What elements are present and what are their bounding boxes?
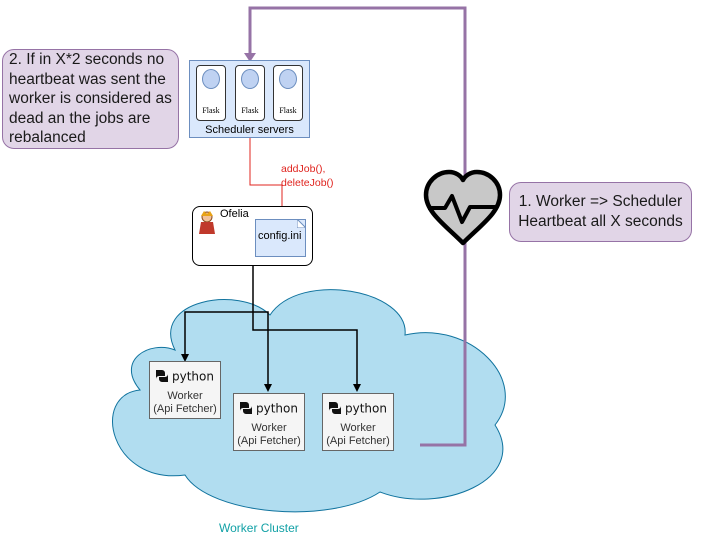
config-file: config.ini xyxy=(255,219,306,257)
worker-arrowhead-2 xyxy=(264,384,272,392)
flask-logo: Flask xyxy=(202,106,220,115)
python-logo: python xyxy=(329,402,387,416)
worker-title: Worker xyxy=(251,422,287,434)
worker-cluster-cloud xyxy=(112,289,506,513)
python-logo: python xyxy=(240,402,298,416)
scheduler-servers-group: Flask Flask Flask Scheduler servers xyxy=(189,60,310,138)
worker-subtitle: (Api Fetcher) xyxy=(237,435,301,447)
worker-cluster-label: Worker Cluster xyxy=(219,521,299,535)
heartbeat-note: 1. Worker => Scheduler Heartbeat all X s… xyxy=(509,182,692,242)
ofelia-container: Ofelia config.ini xyxy=(192,206,313,266)
worker-2: python Worker (Api Fetcher) xyxy=(233,393,305,451)
scheduler-server-1: Flask xyxy=(196,65,226,121)
worker-3: python Worker (Api Fetcher) xyxy=(322,393,394,451)
scheduler-server-2: Flask xyxy=(235,65,265,121)
file-corner-icon xyxy=(297,219,306,228)
svg-text:python: python xyxy=(256,402,298,416)
kubernetes-icon xyxy=(279,69,297,89)
worker-subtitle: (Api Fetcher) xyxy=(153,403,217,415)
api-calls-label: addJob(), deleteJob() xyxy=(281,162,334,190)
flask-logo: Flask xyxy=(241,106,259,115)
heart-pulse-icon xyxy=(423,169,503,246)
scheduler-server-3: Flask xyxy=(273,65,303,121)
worker-arrowhead-3 xyxy=(353,384,361,392)
worker-connector-left xyxy=(184,311,253,356)
worker-title: Worker xyxy=(340,422,376,434)
ofelia-mascot-icon xyxy=(199,211,215,234)
api-call-add-job: addJob(), xyxy=(281,163,326,175)
flask-logo: Flask xyxy=(279,106,297,115)
worker-connector-main xyxy=(252,266,358,384)
kubernetes-icon xyxy=(202,69,220,89)
scheduler-servers-label: Scheduler servers xyxy=(205,124,294,136)
ofelia-title: Ofelia xyxy=(220,208,249,220)
heartbeat-arrowhead xyxy=(244,53,256,62)
config-filename: config.ini xyxy=(258,230,302,242)
worker-arrowhead-1 xyxy=(181,354,189,362)
worker-connector-middle xyxy=(253,311,269,386)
heartbeat-loop-line xyxy=(248,6,467,447)
api-call-arrow xyxy=(249,138,283,208)
worker-subtitle: (Api Fetcher) xyxy=(326,435,390,447)
worker-1: python Worker (Api Fetcher) xyxy=(149,361,221,419)
svg-text:python: python xyxy=(172,370,214,384)
python-logo: python xyxy=(156,370,214,384)
svg-text:python: python xyxy=(345,402,387,416)
api-call-delete-job: deleteJob() xyxy=(281,177,334,189)
kubernetes-icon xyxy=(241,69,259,89)
worker-title: Worker xyxy=(167,390,203,402)
failover-note: 2. If in X*2 seconds no heartbeat was se… xyxy=(2,49,179,149)
